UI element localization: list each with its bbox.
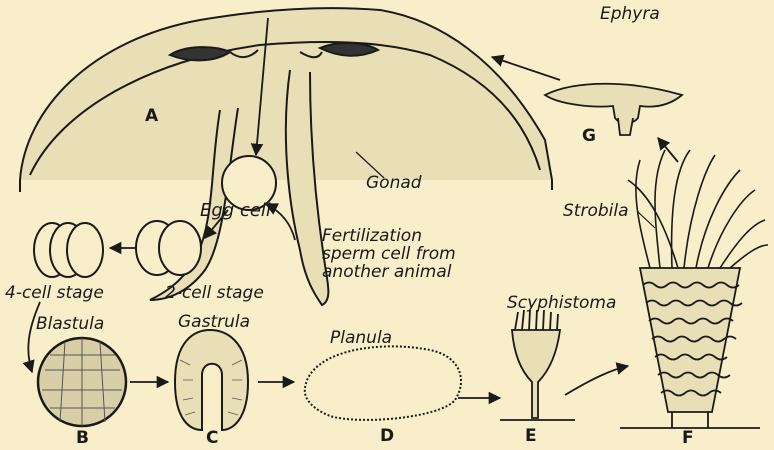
two-cell-stage bbox=[136, 221, 201, 275]
four-cell-stage-label: 4-cell stage bbox=[5, 285, 104, 302]
letter-a: A bbox=[145, 108, 158, 125]
letter-d: D bbox=[380, 428, 394, 445]
gonad-label: Gonad bbox=[366, 175, 422, 192]
fertilization-label: Fertilization bbox=[322, 228, 422, 245]
strobila-label: Strobila bbox=[563, 203, 629, 220]
arrow-scyphistoma-to-strobila bbox=[565, 366, 628, 395]
ephyra bbox=[545, 84, 682, 135]
two-cell-stage-label: 2-cell stage bbox=[165, 285, 264, 302]
blastula-label: Blastula bbox=[36, 316, 104, 333]
planula-label: Planula bbox=[330, 330, 392, 347]
four-cell-stage bbox=[34, 223, 103, 277]
sperm-cell-label: sperm cell from bbox=[322, 246, 456, 263]
planula bbox=[305, 346, 461, 420]
ephyra-label: Ephyra bbox=[600, 6, 660, 23]
letter-e: E bbox=[525, 428, 537, 445]
arrow-4cell-to-blastula bbox=[28, 302, 40, 372]
another-animal-label: another animal bbox=[322, 264, 452, 281]
letter-g: G bbox=[582, 128, 596, 145]
scyphistoma bbox=[500, 310, 575, 420]
strobila bbox=[620, 150, 768, 428]
gastrula-label: Gastrula bbox=[178, 314, 250, 331]
letter-b: B bbox=[76, 430, 89, 447]
arrow-ephyra-to-medusa bbox=[492, 57, 560, 80]
letter-f: F bbox=[682, 430, 694, 447]
letter-c: C bbox=[206, 430, 218, 447]
scyphistoma-label: Scyphistoma bbox=[507, 295, 616, 312]
egg-cell-label: Egg cell bbox=[200, 202, 271, 220]
